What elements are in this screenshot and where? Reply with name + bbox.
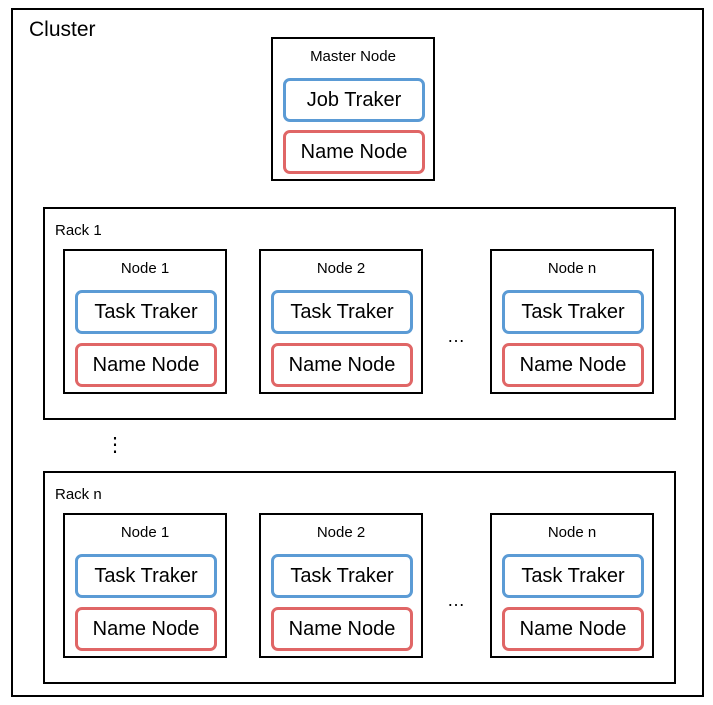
node-title: Node 2 (316, 260, 366, 277)
name-node-box: Name Node (75, 607, 217, 651)
name-node-box: Name Node (502, 343, 644, 387)
task-tracker-box: Task Traker (502, 290, 644, 334)
task-tracker-box: Task Traker (271, 290, 413, 334)
node-title: Node 1 (120, 524, 170, 541)
task-tracker-box: Task Traker (75, 554, 217, 598)
rack-n-node-2: Node 2 Task Traker Name Node (259, 513, 423, 658)
rack-n-node-n: Node n Task Traker Name Node (490, 513, 654, 658)
master-node-box: Master Node Job Traker Name Node (271, 37, 435, 181)
master-name-node-box: Name Node (283, 130, 425, 174)
cluster-label: Cluster (29, 18, 96, 41)
job-tracker-box: Job Traker (283, 78, 425, 122)
rack-n-node-1: Node 1 Task Traker Name Node (63, 513, 227, 658)
node-title: Node 1 (120, 260, 170, 277)
node-ellipsis: … (447, 326, 465, 346)
node-title: Node 2 (316, 524, 366, 541)
node-ellipsis: … (447, 590, 465, 610)
rack-n-label: Rack n (55, 486, 102, 503)
name-node-box: Name Node (271, 607, 413, 651)
node-title: Node n (547, 524, 597, 541)
name-node-box: Name Node (271, 343, 413, 387)
task-tracker-box: Task Traker (502, 554, 644, 598)
rack-ellipsis: ⋮ (105, 434, 125, 456)
rack-1-node-1: Node 1 Task Traker Name Node (63, 249, 227, 394)
master-node-title: Master Node (310, 48, 396, 65)
node-title: Node n (547, 260, 597, 277)
task-tracker-box: Task Traker (271, 554, 413, 598)
name-node-box: Name Node (75, 343, 217, 387)
rack-1-box: Rack 1 Node 1 Task Traker Name Node Node… (43, 207, 676, 420)
name-node-box: Name Node (502, 607, 644, 651)
task-tracker-box: Task Traker (75, 290, 217, 334)
rack-1-node-n: Node n Task Traker Name Node (490, 249, 654, 394)
rack-1-node-2: Node 2 Task Traker Name Node (259, 249, 423, 394)
rack-n-box: Rack n Node 1 Task Traker Name Node Node… (43, 471, 676, 684)
rack-1-label: Rack 1 (55, 222, 102, 239)
